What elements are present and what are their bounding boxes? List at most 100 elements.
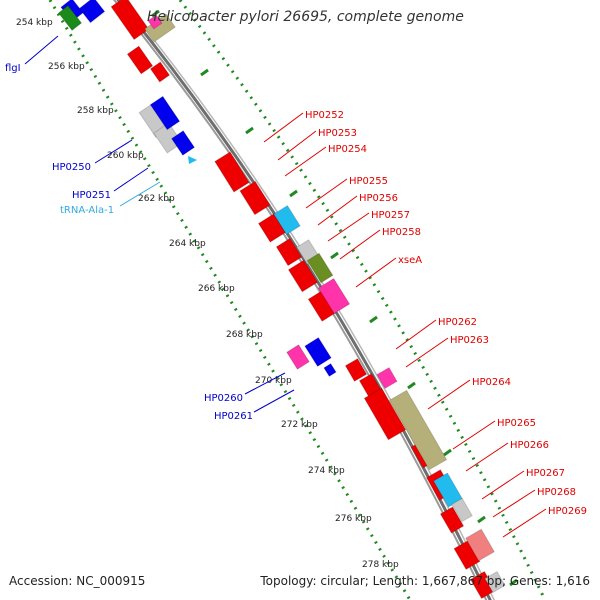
gene-block: [239, 180, 271, 216]
gene-block: [439, 506, 465, 534]
gene-feature: [149, 95, 181, 131]
gene-label: HP0252: [305, 110, 344, 121]
gene-leader-line: [427, 379, 471, 410]
gene-label: HP0265: [497, 418, 536, 429]
gene-label: HP0253: [318, 128, 357, 139]
gene-label: xseA: [398, 255, 422, 266]
gene-leader-line: [405, 337, 449, 368]
gene-block: [317, 277, 351, 315]
gene-label: HP0256: [359, 193, 398, 204]
gene-block: [286, 344, 310, 370]
gene-label: HP0260: [204, 393, 243, 404]
gene-block: [465, 528, 495, 562]
outer-tick-ring: [178, 0, 547, 600]
gene-leader-line: [452, 420, 496, 450]
gene-leader-line: [119, 181, 161, 207]
gene-label: HP0257: [371, 210, 410, 221]
kbp-tick-label: 272 kbp: [281, 420, 318, 430]
gene-leader-line: [327, 212, 370, 242]
gene-feature: [110, 0, 150, 41]
kbp-tick-label: 264 kbp: [169, 239, 206, 249]
gene-feature: [376, 366, 398, 390]
gene-feature: [287, 259, 319, 293]
gene-label: HP0261: [214, 411, 253, 422]
gene-block: [484, 570, 506, 594]
gene-feature: [363, 387, 407, 441]
gene-block: [304, 336, 332, 368]
kbp-tick-label: 270 kbp: [255, 376, 292, 386]
gene-leader-line: [263, 112, 304, 143]
kbp-tick-label: 274 kbp: [308, 466, 345, 476]
outer-tick-mark: [330, 251, 339, 260]
gene-leader-line: [355, 257, 397, 288]
outer-tick-mark: [407, 381, 416, 390]
kbp-tick-label: 258 kbp: [77, 106, 114, 116]
kbp-tick-label: 268 kbp: [226, 330, 263, 340]
backbone-line: [116, 0, 492, 600]
gene-feature: [170, 130, 196, 156]
gene-block: [273, 204, 301, 236]
gene-feature: [317, 277, 351, 315]
gene-feature: [78, 0, 106, 24]
topology-text: Topology: circular; Length: 1,667,867 bp…: [260, 574, 590, 588]
gene-label: HP0251: [72, 190, 111, 201]
gene-block: [149, 61, 171, 83]
gene-label: HP0258: [382, 227, 421, 238]
gene-block: [376, 366, 398, 390]
gene-block: [153, 122, 183, 154]
gene-feature: [439, 506, 465, 534]
gene-label: tRNA-Ala-1: [60, 205, 114, 216]
gene-leader-line: [277, 130, 317, 161]
gene-block: [147, 14, 163, 30]
gene-label: HP0263: [450, 335, 489, 346]
gene-feature: [304, 336, 332, 368]
gene-block: [323, 362, 337, 378]
outer-tick-mark: [369, 315, 378, 324]
gene-leader-line: [305, 178, 348, 209]
gene-leader-line: [481, 470, 525, 500]
kbp-tick-label: 276 kbp: [335, 514, 372, 524]
gene-leader-line: [284, 146, 327, 177]
kbp-tick-label: 260 kbp: [107, 151, 144, 161]
gene-block: [78, 0, 106, 24]
outer-tick-mark: [509, 578, 518, 587]
gene-label: HP0268: [537, 487, 576, 498]
gene-feature: [153, 122, 183, 154]
gene-block: [306, 252, 334, 284]
outer-tick-mark: [289, 189, 298, 198]
gene-label: HP0266: [510, 440, 549, 451]
outer-tick-mark: [200, 68, 209, 77]
backbone-outer-line: [112, 0, 488, 600]
gene-feature: [214, 151, 250, 193]
trna-feature: [188, 156, 197, 164]
gene-block: [110, 0, 150, 41]
gene-block: [287, 259, 319, 293]
gene-feature: [306, 252, 334, 284]
outer-tick-mark: [477, 515, 486, 524]
gene-block: [170, 130, 196, 156]
kbp-tick-label: 256 kbp: [48, 62, 85, 72]
gene-leader-line: [113, 167, 149, 192]
gene-leader-line: [24, 35, 59, 65]
gene-feature: [273, 204, 301, 236]
gene-block: [126, 45, 154, 75]
gene-label: HP0269: [548, 506, 587, 517]
gene-leader-line: [492, 489, 536, 518]
gene-label: HP0262: [438, 317, 477, 328]
gene-feature: [149, 61, 171, 83]
gene-label: HP0254: [328, 144, 367, 155]
gene-leader-line: [253, 389, 295, 413]
gene-feature: [275, 237, 303, 267]
gene-feature: [147, 14, 163, 30]
gene-feature: [57, 4, 83, 32]
gene-feature: [344, 358, 368, 382]
gene-block: [275, 237, 303, 267]
gene-label: HP0267: [526, 468, 565, 479]
gene-label: HP0264: [472, 377, 511, 388]
gene-feature: [323, 362, 337, 378]
gene-block: [344, 358, 368, 382]
gene-leader-line: [502, 508, 547, 538]
gene-leader-line: [339, 229, 381, 260]
